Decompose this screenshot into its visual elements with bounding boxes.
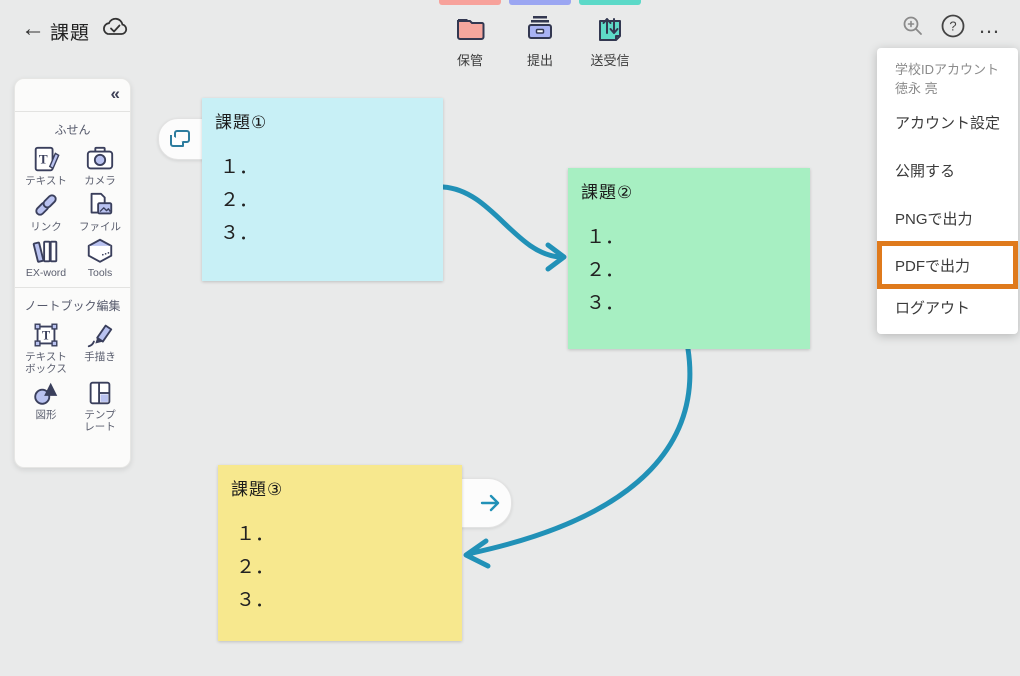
account-name: 徳永 亮	[895, 81, 938, 96]
sidebar-header: «	[15, 79, 130, 112]
tool-exword[interactable]: EX-word	[19, 236, 73, 279]
svg-text:T: T	[42, 329, 50, 343]
notebook-tool-grid: T テキスト ボックス 手描き	[15, 318, 130, 435]
tool-sidebar: « ふせん T テキスト カメラ	[14, 78, 131, 468]
more-menu-icon[interactable]: …	[978, 13, 1002, 38]
cloud-sync-icon	[100, 15, 130, 46]
back-button[interactable]: ←	[21, 15, 45, 42]
tool-file[interactable]: ファイル	[73, 190, 127, 233]
toolbar-item-send-receive[interactable]: 送受信	[579, 0, 641, 70]
tool-textbox[interactable]: T テキスト ボックス	[19, 320, 73, 375]
folder-icon	[454, 13, 486, 48]
template-icon	[89, 381, 111, 405]
arrowhead-note2	[545, 242, 567, 272]
toolbar-label: 保管	[456, 53, 483, 68]
sidebar-divider	[15, 287, 130, 288]
tool-link[interactable]: リンク	[19, 190, 73, 233]
menu-item-account-settings[interactable]: アカウント設定	[895, 115, 1001, 132]
highlight-box: PDFで出力	[877, 241, 1018, 289]
arrow-note2-to-note3[interactable]	[469, 346, 693, 556]
toolbar-label: 送受信	[590, 53, 630, 68]
shapes-icon	[34, 382, 58, 405]
camera-icon	[86, 146, 114, 170]
textbox-icon: T	[34, 323, 58, 347]
overflow-menu: 学校IDアカウント 徳永 亮 アカウント設定 公開する PNGで出力 PDFで出…	[877, 48, 1018, 334]
note-body: １． ２． ３．	[586, 226, 625, 314]
tool-shapes[interactable]: 図形	[19, 378, 73, 433]
sticky-note-3[interactable]: 課題③ １． ２． ３．	[218, 465, 462, 641]
menu-item-publish[interactable]: 公開する	[895, 163, 956, 180]
menu-item-logout[interactable]: ログアウト	[895, 300, 971, 317]
text-note-icon: T	[34, 146, 60, 172]
tools-box-icon	[87, 238, 113, 263]
note-title: 課題③	[231, 480, 284, 499]
store-color-bar	[439, 0, 501, 5]
menu-item-export-png[interactable]: PNGで出力	[895, 211, 973, 228]
tool-camera[interactable]: カメラ	[73, 144, 127, 187]
note-body: １． ２． ３．	[236, 523, 275, 611]
sticky-note-2[interactable]: 課題② １． ２． ３．	[568, 168, 810, 349]
marker-pen-icon	[87, 324, 113, 348]
toolbar-label: 提出	[526, 53, 553, 68]
tool-template[interactable]: テンプ レート	[73, 378, 127, 433]
section-label-fusen: ふせん	[54, 123, 91, 137]
submit-color-bar	[509, 0, 571, 5]
menu-item-export-pdf[interactable]: PDFで出力	[895, 257, 971, 275]
section-label-notebook-edit: ノートブック編集	[24, 299, 121, 313]
svg-text:T: T	[39, 152, 48, 167]
file-icon	[90, 192, 113, 215]
collapse-sidebar-icon[interactable]: «	[110, 84, 120, 103]
tool-text-note[interactable]: T テキスト	[19, 144, 73, 187]
zoom-icon[interactable]	[899, 12, 927, 40]
toolbar-item-store[interactable]: 保管	[439, 0, 501, 70]
duplicate-icon	[170, 130, 190, 147]
help-icon[interactable]: ?	[939, 12, 967, 40]
tool-draw[interactable]: 手描き	[73, 320, 127, 375]
note-title: 課題①	[215, 113, 268, 132]
account-label: 学校IDアカウント	[895, 62, 1000, 77]
dictionary-icon	[32, 240, 58, 263]
note-title: 課題②	[581, 183, 634, 202]
send-receive-icon	[594, 13, 626, 48]
right-arrow-icon	[480, 494, 500, 512]
toolbar-item-submit[interactable]: 提出	[509, 0, 571, 70]
account-info: 学校IDアカウント 徳永 亮	[877, 58, 1018, 98]
send-receive-color-bar	[579, 0, 641, 5]
arrowhead-note3	[463, 538, 491, 569]
fusen-tool-grid: T テキスト カメラ	[15, 142, 130, 281]
page-title: 課題	[50, 23, 91, 44]
svg-text:?: ?	[949, 19, 956, 34]
tool-tools[interactable]: Tools	[73, 236, 127, 279]
note-body: １． ２． ３．	[220, 156, 259, 244]
arrow-note1-to-note2[interactable]	[440, 184, 563, 260]
link-icon	[35, 194, 57, 216]
sticky-note-1[interactable]: 課題① １． ２． ３．	[202, 98, 443, 281]
tray-icon	[524, 13, 556, 48]
